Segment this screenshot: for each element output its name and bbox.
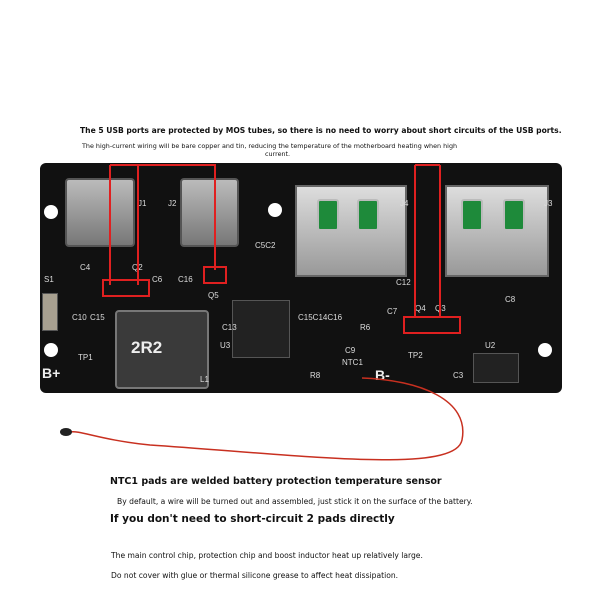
- heat-note-line1: The main control chip, protection chip a…: [111, 551, 423, 560]
- wiring-note-line2: current.: [265, 150, 291, 158]
- usb-a-port-j3: [445, 185, 549, 277]
- label-q4: Q4: [415, 304, 426, 313]
- thermistor-icon: [60, 428, 72, 436]
- usb-a-port-j4: [295, 185, 407, 277]
- label-c12: C12: [396, 278, 411, 287]
- protection-chip-u2: [473, 353, 519, 383]
- label-c15c14c16: C15C14C16: [298, 313, 343, 322]
- label-c4: C4: [80, 263, 91, 272]
- ntc-short-note: If you don't need to short-circuit 2 pad…: [110, 513, 395, 525]
- label-ntc1: NTC1: [342, 358, 363, 367]
- switch-s1: [42, 293, 58, 331]
- mount-hole: [44, 205, 58, 219]
- ntc-default-note: By default, a wire will be turned out an…: [117, 497, 473, 506]
- label-c3: C3: [453, 371, 464, 380]
- label-c13: C13: [222, 323, 237, 332]
- heat-note-line2: Do not cover with glue or thermal silico…: [111, 571, 399, 580]
- inductor-value: 2R2: [131, 338, 163, 357]
- usb-c-port-j2: [180, 178, 239, 247]
- mount-hole: [538, 343, 552, 357]
- label-r8: R8: [310, 371, 321, 380]
- q4-q3-highlight: [403, 316, 461, 334]
- inductor-l1: 2R2: [115, 310, 209, 389]
- usb-protection-note: The 5 USB ports are protected by MOS tub…: [80, 126, 562, 135]
- label-b-plus: B+: [42, 365, 61, 381]
- label-s1: S1: [44, 275, 54, 284]
- label-j1: J1: [138, 199, 147, 208]
- label-c6: C6: [152, 275, 163, 284]
- label-c8: C8: [505, 295, 516, 304]
- ntc-wire: [69, 377, 464, 461]
- label-u2: U2: [485, 341, 496, 350]
- mount-hole: [268, 203, 282, 217]
- label-u3: U3: [220, 341, 231, 350]
- q2-highlight: [102, 279, 150, 297]
- label-c16: C16: [178, 275, 193, 284]
- label-j2: J2: [168, 199, 177, 208]
- label-c10: C10: [72, 313, 87, 322]
- usb-c-port-j1: [65, 178, 135, 247]
- label-r6: R6: [360, 323, 371, 332]
- label-c15: C15: [90, 313, 105, 322]
- mount-hole: [44, 343, 58, 357]
- label-c7: C7: [387, 307, 398, 316]
- main-control-chip: [232, 300, 290, 358]
- wiring-note-line1: The high-current wiring will be bare cop…: [82, 142, 458, 150]
- label-tp2: TP2: [408, 351, 423, 360]
- label-q5: Q5: [208, 291, 219, 300]
- label-c5c2: C5C2: [255, 241, 276, 250]
- label-tp1: TP1: [78, 353, 93, 362]
- label-j3: J3: [544, 199, 553, 208]
- label-c9: C9: [345, 346, 356, 355]
- ntc-title: NTC1 pads are welded battery protection …: [110, 476, 442, 487]
- label-j4: J4: [400, 199, 409, 208]
- pcb-board: J1 J2 J4 J3 C4 Q2 C6 C16 C5C2 Q5 S1 C10 …: [40, 163, 562, 393]
- label-l1: L1: [200, 375, 209, 384]
